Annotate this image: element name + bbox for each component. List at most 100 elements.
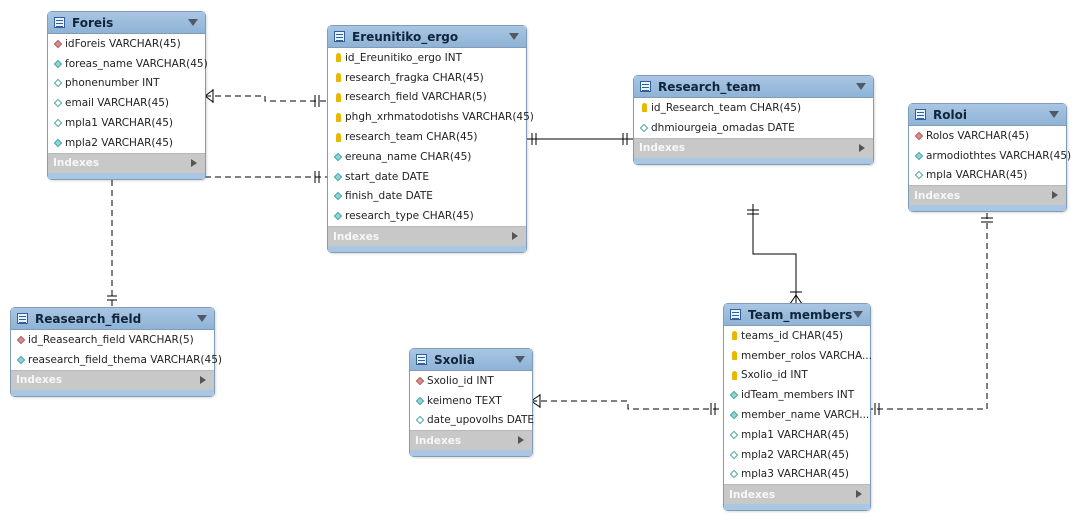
key-icon [728,371,740,380]
collapse-arrow-icon[interactable] [515,356,525,363]
table-footer [48,172,205,179]
table-header[interactable]: Roloi [909,104,1066,126]
collapse-arrow-icon[interactable] [188,19,198,26]
collapse-arrow-icon[interactable] [197,315,207,322]
column-label: member_name VARCH... [741,409,870,422]
column-row[interactable]: reasearch_field_thema VARCHAR(45) [11,350,222,370]
table-footer [410,450,532,457]
column-row[interactable]: date_upovolhs DATE [410,411,534,431]
nullable-column-diamond-icon [52,100,64,106]
expand-arrow-icon[interactable] [859,143,865,152]
indexes-section[interactable]: Indexes [48,152,205,173]
column-list: Rolos VARCHAR(45)armodiothtes VARCHAR(45… [909,126,1071,186]
indexes-section[interactable]: Indexes [328,226,526,247]
column-list: idForeis VARCHAR(45)foreas_name VARCHAR(… [48,34,208,153]
column-row[interactable]: id_Reasearch_field VARCHAR(5) [11,330,214,350]
column-row[interactable]: mpla2 VARCHAR(45) [724,445,870,465]
column-row[interactable]: mpla2 VARCHAR(45) [48,133,205,153]
column-row[interactable]: email VARCHAR(45) [48,93,205,113]
column-row[interactable]: member_name VARCH... [724,405,870,425]
expand-arrow-icon[interactable] [191,158,197,167]
column-label: keimeno TEXT [427,394,502,407]
collapse-arrow-icon[interactable] [509,33,519,40]
column-row[interactable]: idTeam_members INT [724,385,870,405]
column-row[interactable]: keimeno TEXT [410,391,532,411]
column-label: start_date DATE [345,170,430,183]
column-row[interactable]: research_fragka CHAR(45) [328,68,526,88]
indexes-section[interactable]: Indexes [11,369,214,390]
column-row[interactable]: finish_date DATE [328,187,526,207]
column-row[interactable]: research_type CHAR(45) [328,206,526,226]
column-label: phgh_xrhmatodotishs VARCHAR(45) [345,111,534,124]
column-row[interactable]: research_field VARCHAR(5) [328,88,526,108]
column-row[interactable]: Rolos VARCHAR(45) [909,126,1066,146]
column-row[interactable]: mpla1 VARCHAR(45) [724,425,870,445]
column-diamond-icon [728,412,740,418]
column-row[interactable]: research_team CHAR(45) [328,127,526,147]
column-row[interactable]: Sxolio_id INT [410,371,532,391]
table-team-members[interactable]: Team_members teams_id CHAR(45) member_rolo… [723,303,872,512]
column-row[interactable]: dhmiourgeia_omadas DATE [634,118,873,138]
column-row[interactable]: Sxolio_id INT [724,366,870,386]
table-title: Ereunitiko_ergo [352,29,459,44]
expand-arrow-icon[interactable] [512,232,518,241]
nullable-column-diamond-icon [913,172,925,178]
column-diamond-icon [332,154,344,160]
column-label: teams_id CHAR(45) [741,329,844,342]
indexes-section[interactable]: Indexes [634,137,873,158]
table-header[interactable]: Research_team [634,76,873,98]
collapse-arrow-icon[interactable] [1049,111,1059,118]
indexes-section[interactable]: Indexes [724,484,870,505]
column-row[interactable]: foreas_name VARCHAR(45) [48,54,208,74]
column-row[interactable]: phonenumber INT [48,74,205,94]
column-label: mpla1 VARCHAR(45) [741,428,849,441]
column-row[interactable]: mpla3 VARCHAR(45) [724,465,870,485]
nullable-column-diamond-icon [728,471,740,477]
key-icon [332,113,344,122]
column-row[interactable]: armodiothtes VARCHAR(45) [909,146,1071,166]
nullable-column-diamond-icon [638,125,650,131]
column-label: idTeam_members INT [741,389,855,402]
table-footer [909,205,1066,212]
indexes-section[interactable]: Indexes [909,185,1066,206]
column-row[interactable]: teams_id CHAR(45) [724,326,870,346]
column-row[interactable]: mpla VARCHAR(45) [909,166,1066,186]
table-header[interactable]: Ereunitiko_ergo [328,26,526,48]
relationship-sxolia-team-members [530,394,723,415]
column-row[interactable]: id_Research_team CHAR(45) [634,98,873,118]
collapse-arrow-icon[interactable] [856,83,866,90]
nullable-column-diamond-icon [52,120,64,126]
column-row[interactable]: phgh_xrhmatodotishs VARCHAR(45) [328,107,534,127]
column-row[interactable]: id_Ereunitiko_ergo INT [328,48,526,68]
key-icon [638,103,650,112]
column-label: research_field VARCHAR(5) [345,91,487,104]
column-label: member_rolos VARCHA... [741,349,872,362]
table-header[interactable]: Foreis [48,12,205,34]
column-row[interactable]: member_rolos VARCHA... [724,346,872,366]
table-header[interactable]: Sxolia [410,349,532,371]
indexes-label: Indexes [415,434,462,447]
column-row[interactable]: start_date DATE [328,167,526,187]
nullable-column-diamond-icon [52,80,64,86]
collapse-arrow-icon[interactable] [853,311,863,318]
relationship-foreis-reasearch-field [107,180,117,307]
expand-arrow-icon[interactable] [518,436,524,445]
table-icon [334,31,345,42]
expand-arrow-icon[interactable] [1052,191,1058,200]
column-row[interactable]: ereuna_name CHAR(45) [328,147,526,167]
expand-arrow-icon[interactable] [200,375,206,384]
indexes-label: Indexes [729,488,776,501]
column-row[interactable]: idForeis VARCHAR(45) [48,34,205,54]
table-header[interactable]: Reasearch_field [11,308,214,330]
expand-arrow-icon[interactable] [856,490,862,499]
table-header[interactable]: Team_members [724,304,870,326]
indexes-section[interactable]: Indexes [410,430,532,451]
nullable-column-diamond-icon [728,432,740,438]
column-row[interactable]: mpla1 VARCHAR(45) [48,113,205,133]
